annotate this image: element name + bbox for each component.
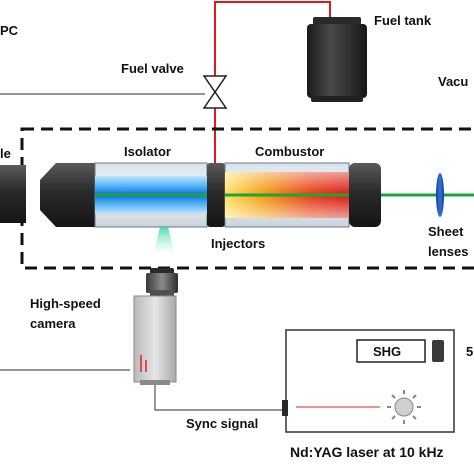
fuel-tank-label: Fuel tank <box>374 13 432 28</box>
injector-glow <box>154 227 174 252</box>
inlet-cone <box>40 163 95 227</box>
injectors-label: Injectors <box>211 236 265 251</box>
ndyag-laser-box <box>282 329 455 433</box>
output-fragment-label: 5 <box>466 344 473 359</box>
exit-flange <box>349 163 381 227</box>
nozzle-label: le <box>0 146 11 161</box>
sheet-lens-icon <box>436 173 444 217</box>
lenses-label: lenses <box>428 244 468 259</box>
pump-source-icon <box>387 390 421 424</box>
camera-label-line2: camera <box>30 316 76 331</box>
pc-label: PC <box>0 23 19 38</box>
fuel-valve-icon <box>202 75 228 109</box>
nozzle-body <box>0 165 26 223</box>
fuel-tank <box>307 17 367 102</box>
injector-ring <box>207 163 225 227</box>
isolator-label: Isolator <box>124 144 171 159</box>
isolator-section <box>94 162 208 228</box>
shg-label: SHG <box>373 344 401 359</box>
shg-module <box>356 339 426 363</box>
fuel-valve-label: Fuel valve <box>121 61 184 76</box>
vacuum-label: Vacu <box>438 74 468 89</box>
high-speed-camera <box>133 268 178 385</box>
camera-label-line1: High-speed <box>30 296 101 311</box>
sync-signal-label: Sync signal <box>186 416 258 431</box>
combustor-label: Combustor <box>255 144 324 159</box>
combustor-section <box>224 162 350 228</box>
sheet-label: Sheet <box>428 224 464 239</box>
laser-label: Nd:YAG laser at 10 kHz <box>290 444 444 460</box>
sync-signal-cable <box>154 385 286 411</box>
